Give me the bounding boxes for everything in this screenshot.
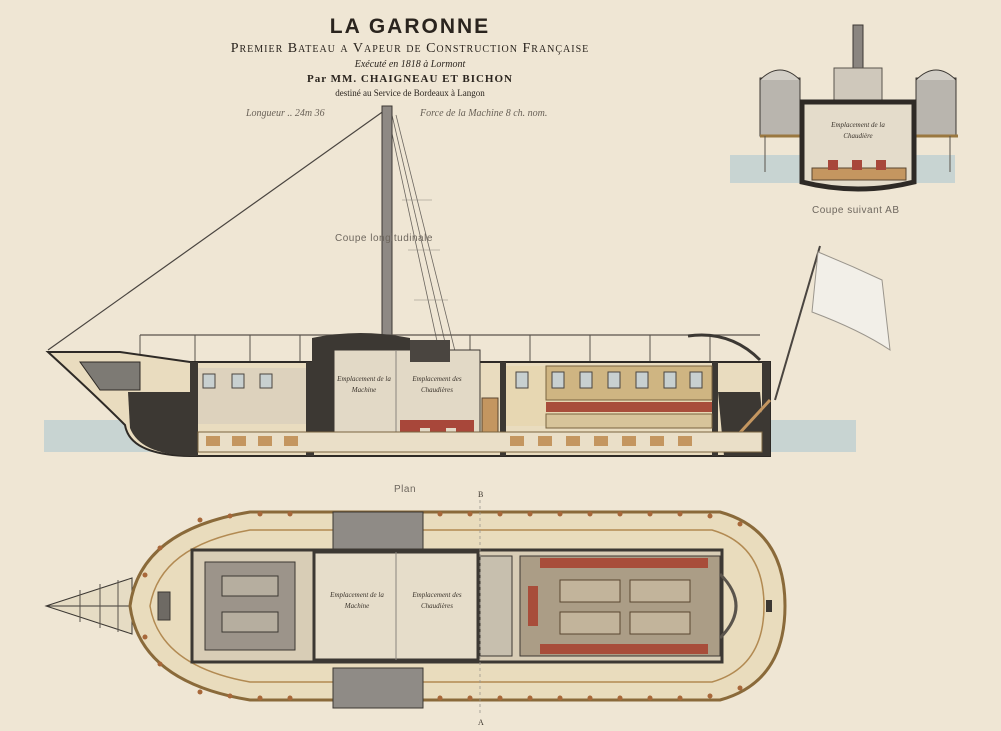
label-longitudinal: Coupe longitudinale bbox=[335, 233, 433, 244]
drawing-subtitle: Premier Bateau a Vapeur de Construction … bbox=[230, 41, 590, 56]
flag bbox=[811, 251, 891, 352]
dimension-length: Longueur .. 24m 36 bbox=[246, 108, 325, 119]
section-paddle-left bbox=[759, 77, 801, 137]
label-plan: Plan bbox=[394, 484, 417, 495]
annotation-long-machine: Emplacement de la Machine bbox=[337, 375, 391, 394]
mast bbox=[381, 105, 393, 339]
flagpole bbox=[774, 245, 821, 401]
section-chimney bbox=[852, 24, 864, 74]
hold-floor bbox=[197, 431, 763, 453]
dimension-power: Force de la Machine 8 ch. nom. bbox=[420, 108, 548, 119]
label-section-ab: Coupe suivant AB bbox=[812, 205, 900, 216]
annotation-section-boiler: Emplacement de la Chaudière bbox=[831, 121, 885, 140]
title-block: LA GARONNE Premier Bateau a Vapeur de Co… bbox=[150, 14, 670, 99]
section-mark-b: B bbox=[478, 490, 484, 499]
drawing-authors: Par MM. CHAIGNEAU ET BICHON bbox=[307, 73, 513, 85]
tiller bbox=[687, 333, 762, 362]
section-mark-a: A bbox=[478, 718, 484, 727]
longitudinal-section bbox=[44, 105, 891, 457]
annotation-long-boiler: Emplacement des Chaudières bbox=[412, 375, 462, 394]
annotation-plan-machine: Emplacement de la Machine bbox=[330, 591, 384, 610]
plan-view bbox=[44, 500, 787, 716]
plan-rivets bbox=[142, 511, 743, 701]
plan-paddle-top bbox=[332, 511, 424, 553]
section-paddle-right bbox=[915, 77, 957, 137]
cross-section-ab bbox=[730, 24, 958, 192]
drawing-executed-note: Exécuté en 1818 à Lormont bbox=[354, 59, 466, 70]
bow-hull bbox=[128, 392, 190, 456]
drawing-title: LA GARONNE bbox=[329, 15, 491, 38]
drawing-destination: destiné au Service de Bordeaux à Langon bbox=[335, 88, 485, 98]
forestay-line bbox=[47, 107, 389, 351]
section-funnel-base bbox=[833, 67, 883, 103]
annotation-plan-boiler: Emplacement des Chaudières bbox=[412, 591, 462, 610]
plan-paddle-bottom bbox=[332, 667, 424, 709]
